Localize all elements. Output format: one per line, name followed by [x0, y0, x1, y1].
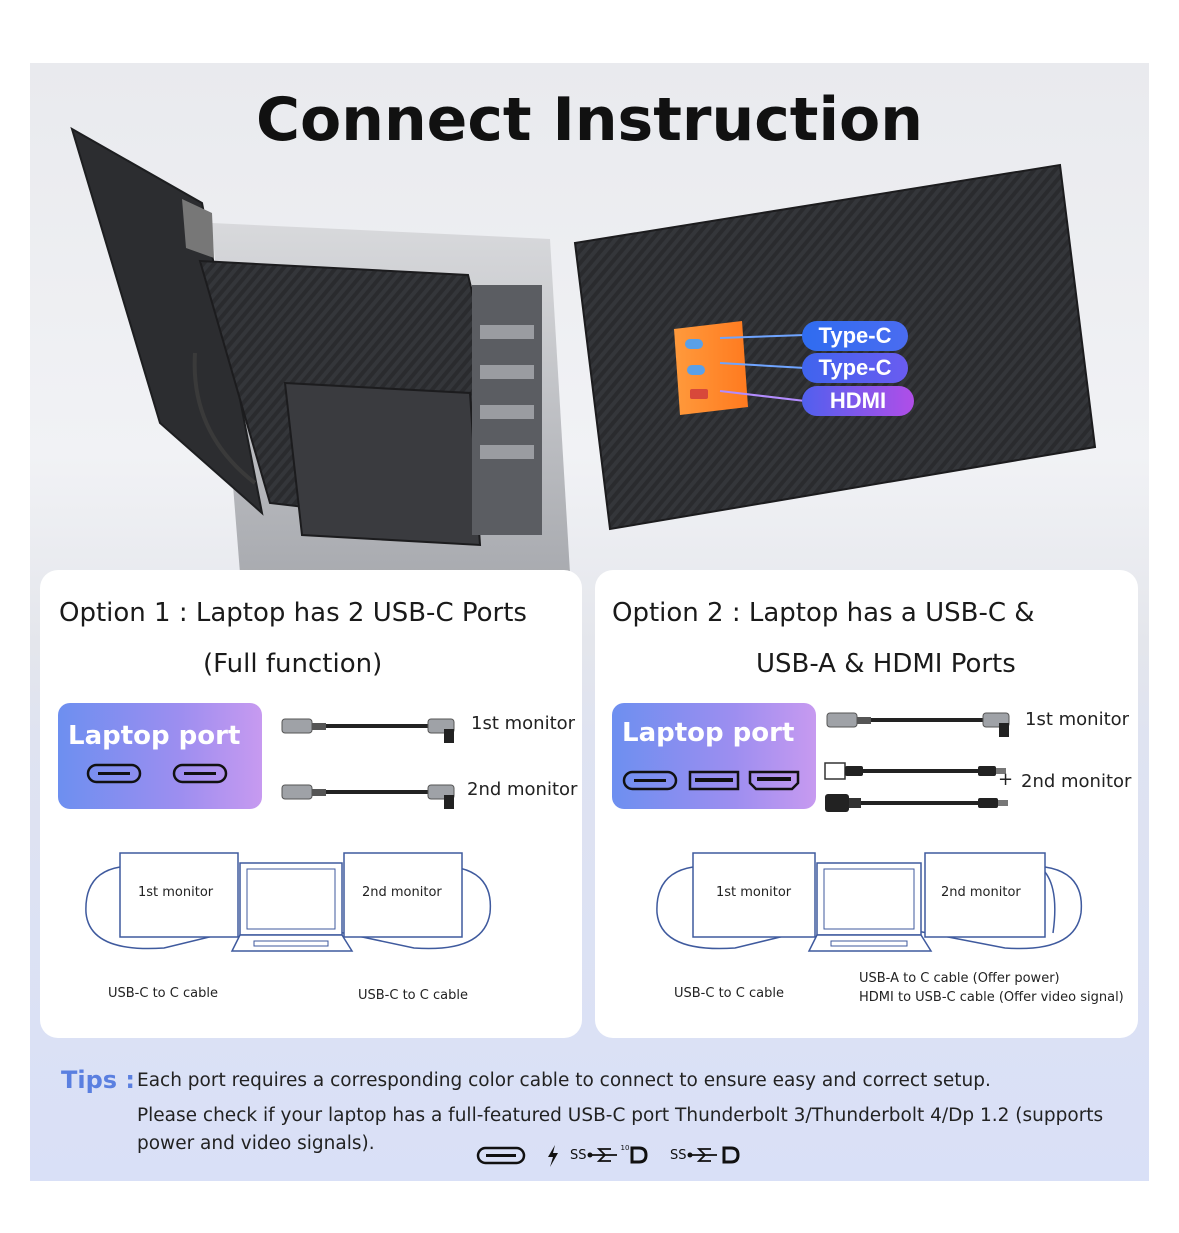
- usb-a-port-icon: [688, 770, 740, 791]
- usb-a-cable-icon: [824, 762, 1006, 780]
- cable-label-left: USB-C to C cable: [674, 986, 784, 1001]
- option-1-subtitle: (Full function): [203, 649, 383, 679]
- cable-label-right: USB-C to C cable: [358, 988, 468, 1003]
- cable-1-label: 1st monitor: [471, 713, 576, 734]
- ss-text: SS: [570, 1147, 587, 1163]
- cable-label-left: USB-C to C cable: [108, 986, 218, 1001]
- usb-c-port-icon: [476, 1146, 526, 1165]
- setup-diagram: [85, 852, 492, 952]
- usb-c-port-icon: [86, 763, 142, 784]
- diagram-monitor-1: 1st monitor: [138, 885, 214, 900]
- diagram-monitor-1: 1st monitor: [716, 885, 792, 900]
- cable-label-right-2: HDMI to USB-C cable (Offer video signal): [859, 990, 1124, 1005]
- port-label-type-c-1: Type-C: [802, 321, 908, 351]
- hdmi-cable-icon: [825, 794, 1008, 812]
- setup-diagram: [656, 852, 1083, 952]
- cable-2-label: 2nd monitor: [467, 779, 578, 800]
- usb-c-cable-icon: [281, 784, 455, 809]
- usb-c-port-icon: [172, 763, 228, 784]
- laptop-port-label: Laptop port: [68, 721, 241, 751]
- diagram-monitor-2: 2nd monitor: [362, 885, 442, 900]
- option-1-title: Option 1 : Laptop has 2 USB-C Ports: [59, 598, 527, 628]
- laptop-port-label: Laptop port: [622, 718, 795, 748]
- ss-usb-10-dp-icon: SS 10: [570, 1144, 649, 1165]
- cable-2-label: 2nd monitor: [1021, 771, 1132, 792]
- usb-trident-icon: [587, 1148, 617, 1162]
- cable-label-right-1: USB-A to C cable (Offer power): [859, 971, 1060, 986]
- option-2-title: Option 2 : Laptop has a USB-C &: [612, 598, 1035, 628]
- tips-line-2: Please check if your laptop has a full-f…: [137, 1105, 1104, 1126]
- usb-c-cable-icon: [826, 712, 1010, 737]
- port-label-hdmi: HDMI: [802, 386, 914, 416]
- diagram-monitor-2: 2nd monitor: [941, 885, 1021, 900]
- plus-sign: +: [998, 769, 1014, 790]
- displayport-icon: [722, 1146, 740, 1164]
- thunderbolt-icon: [548, 1145, 558, 1167]
- usb-c-cable-icon: [281, 718, 455, 743]
- product-illustration: [70, 126, 1097, 573]
- tips-line-3: power and video signals).: [137, 1133, 375, 1154]
- tips-label: Tips :: [61, 1066, 136, 1094]
- option-2-panel: Option 2 : Laptop has a USB-C & USB-A & …: [595, 570, 1138, 1038]
- instruction-sheet: Connect Instruction Type-C Type-C HDMI O…: [30, 63, 1149, 1181]
- usb-trident-icon: [687, 1148, 717, 1162]
- displayport-icon: [630, 1146, 648, 1164]
- ss-usb-dp-icon: SS: [670, 1145, 741, 1165]
- laptop-port-box: Laptop port: [612, 703, 816, 809]
- tips-line-1: Each port requires a corresponding color…: [137, 1070, 991, 1091]
- port-label-type-c-2: Type-C: [802, 353, 908, 383]
- page-title: Connect Instruction: [255, 85, 923, 155]
- option-2-subtitle: USB-A & HDMI Ports: [756, 649, 1016, 679]
- laptop-port-box: Laptop port: [58, 703, 262, 809]
- option-1-panel: Option 1 : Laptop has 2 USB-C Ports (Ful…: [40, 570, 582, 1038]
- ss-sup: 10: [620, 1144, 630, 1152]
- cable-1-label: 1st monitor: [1025, 709, 1130, 730]
- usb-c-port-icon: [622, 770, 678, 791]
- ss-text: SS: [670, 1147, 687, 1163]
- hdmi-port-icon: [748, 770, 800, 791]
